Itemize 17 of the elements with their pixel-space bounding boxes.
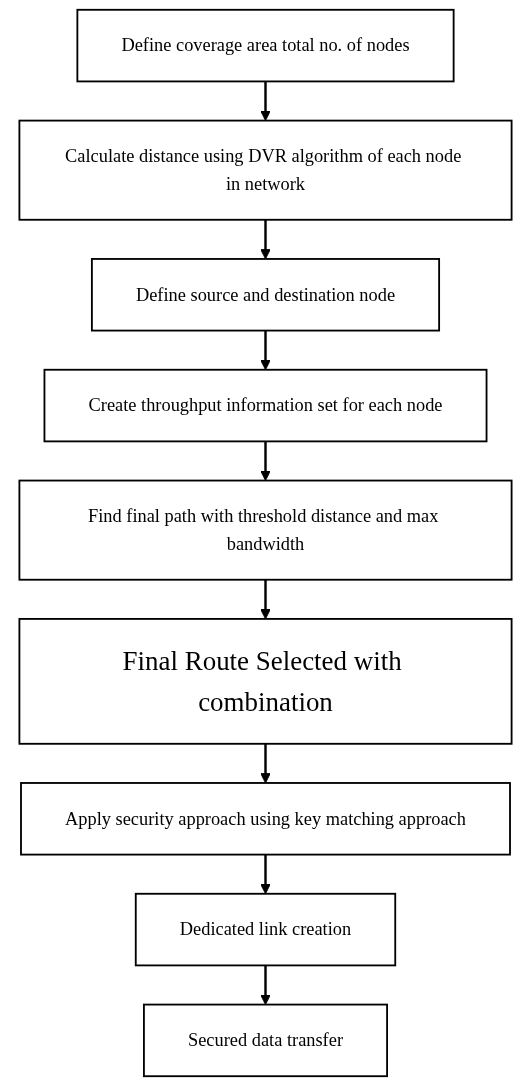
node-box: Secured data transfer <box>143 1003 388 1078</box>
node-box: Define source and destination node <box>90 258 441 332</box>
arrow <box>260 579 271 620</box>
arrow <box>260 441 271 482</box>
node-box: Dedicated link creation <box>134 892 397 967</box>
arrow <box>260 854 271 895</box>
node-box: Define coverage area total no. of nodes <box>76 8 455 83</box>
node-box: Find final path with threshold distance and max bandwidth <box>18 479 513 581</box>
arrow <box>260 219 271 260</box>
node-box: Create throughput information set for each node <box>43 368 488 443</box>
arrow <box>260 743 271 784</box>
node-box: Apply security approach using key matching approach <box>20 782 511 856</box>
node-box: Final Route Selected with combination <box>18 618 513 745</box>
arrow <box>260 330 271 371</box>
arrow <box>260 965 271 1006</box>
arrow <box>260 81 271 122</box>
node-box: Calculate distance using DVR algorithm of each node in network <box>18 119 513 221</box>
